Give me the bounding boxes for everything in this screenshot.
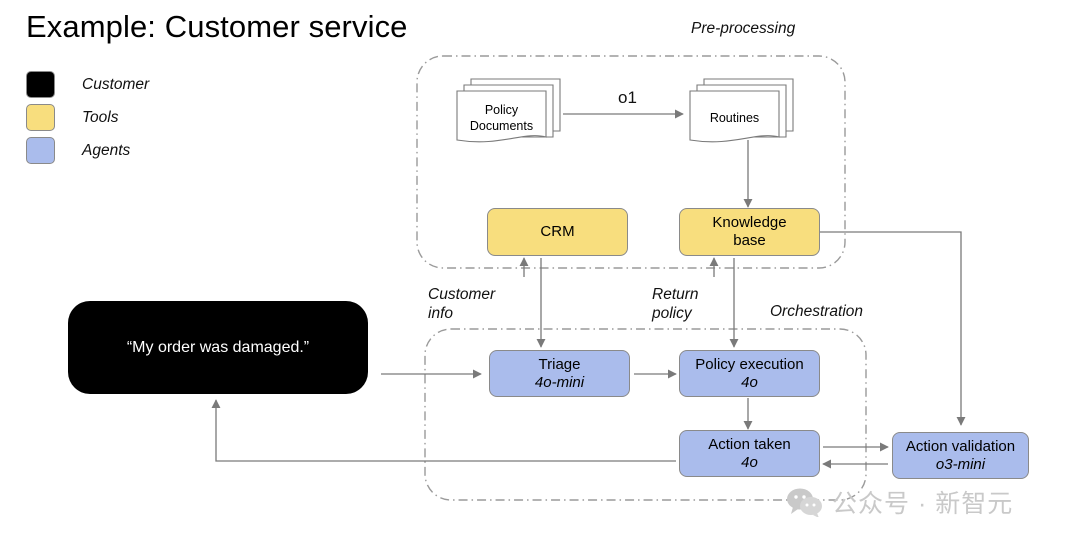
edge-label-return-policy-line1: Return — [652, 286, 699, 303]
tool-crm-label: CRM — [540, 223, 575, 241]
legend: Customer Tools Agents — [26, 68, 149, 167]
orchestration-container — [424, 328, 867, 501]
routines-label: Routines — [690, 111, 779, 127]
legend-label-tools: Tools — [82, 108, 119, 126]
agent-action-validation-label: Action validation — [905, 437, 1016, 455]
agent-action-taken-label: Action taken — [708, 435, 791, 453]
caption-orchestration: Orchestration — [770, 303, 864, 320]
agent-policy-execution-model: 4o — [741, 373, 758, 391]
agent-policy-execution-label: Policy execution — [695, 355, 804, 373]
legend-swatch-customer — [26, 71, 55, 98]
legend-item-customer: Customer — [26, 68, 149, 101]
tool-knowledge-base[interactable]: Knowledge base — [679, 208, 820, 256]
policy-documents-stack — [456, 78, 561, 143]
edge-label-customer-info-line1: Customer — [428, 286, 496, 303]
preprocessing-container — [416, 55, 846, 269]
tool-knowledge-base-label-line1: Knowledge — [712, 214, 787, 232]
agent-action-taken-model: 4o — [741, 453, 758, 471]
agent-action-taken[interactable]: Action taken 4o — [679, 430, 820, 477]
agent-triage[interactable]: Triage 4o-mini — [489, 350, 630, 397]
tool-knowledge-base-label-line2: base — [733, 232, 766, 249]
legend-label-customer: Customer — [82, 75, 150, 93]
agent-triage-model: 4o-mini — [534, 373, 585, 391]
customer-message-bubble: “My order was damaged.” — [68, 301, 368, 394]
policy-documents-line2: Documents — [469, 118, 534, 133]
caption-preprocessing: Pre-processing — [691, 20, 796, 37]
edge-label-return-policy: Return policy — [652, 285, 699, 323]
legend-swatch-agents — [26, 137, 55, 164]
page-title: Example: Customer service — [26, 9, 408, 44]
legend-label-agents: Agents — [82, 141, 131, 159]
wechat-icon — [787, 488, 822, 517]
customer-message-text: “My order was damaged.” — [126, 338, 310, 356]
legend-swatch-tools — [26, 104, 55, 131]
edge-label-customer-info-line2: info — [428, 305, 453, 322]
edge-label-customer-info: Customer info — [428, 285, 495, 323]
routines-stack — [689, 78, 794, 143]
edge-knowledge-base-to-action-validation — [820, 231, 966, 426]
edge-action-taken-to-customer — [211, 399, 676, 462]
edge-label-o1: o1 — [618, 88, 637, 107]
policy-documents-label: Policy Documents — [457, 103, 546, 134]
policy-documents-line1: Policy — [484, 103, 519, 117]
legend-item-agents: Agents — [26, 134, 149, 167]
watermark-text: 公众号 · 新智元 — [832, 490, 1014, 518]
agent-action-validation-model: o3-mini — [935, 455, 986, 473]
watermark: 公众号 · 新智元 — [786, 484, 1013, 520]
agent-triage-label: Triage — [538, 355, 581, 373]
routines-line1: Routines — [709, 111, 760, 125]
edge-label-return-policy-line2: policy — [652, 305, 692, 322]
legend-item-tools: Tools — [26, 101, 149, 134]
agent-action-validation[interactable]: Action validation o3-mini — [892, 432, 1029, 479]
tool-crm[interactable]: CRM — [487, 208, 628, 256]
agent-policy-execution[interactable]: Policy execution 4o — [679, 350, 820, 397]
